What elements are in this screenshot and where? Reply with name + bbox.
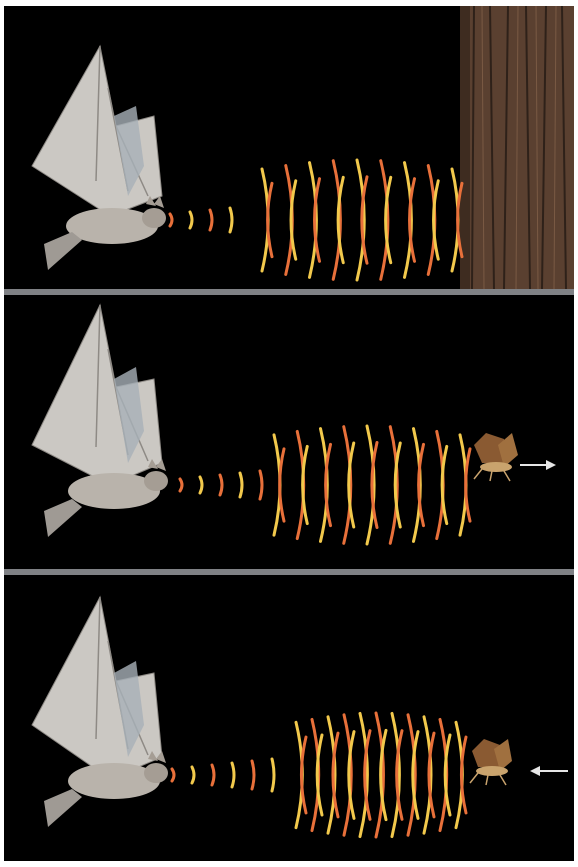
tree-icon bbox=[460, 6, 574, 289]
emitted-pulse-arc bbox=[220, 475, 222, 495]
panel-bat-and-moth-flying-away bbox=[4, 295, 574, 569]
panel-1-illustration bbox=[4, 6, 574, 289]
sound-waves bbox=[172, 713, 466, 837]
arrow-right-icon bbox=[520, 460, 556, 470]
bat-icon bbox=[32, 305, 168, 537]
emitted-pulse-arc bbox=[170, 214, 172, 226]
emitted-pulse-arc bbox=[190, 212, 192, 228]
panel-bat-and-moth-approaching bbox=[4, 575, 574, 861]
emitted-pulse-arc bbox=[192, 767, 194, 783]
emitted-pulse-arc bbox=[172, 769, 174, 781]
emitted-pulse-arc bbox=[212, 765, 214, 785]
emitted-pulse-arc bbox=[180, 479, 182, 491]
echo-wave-arc bbox=[466, 449, 470, 521]
sound-waves bbox=[180, 426, 470, 544]
arrow-left-icon bbox=[530, 766, 568, 776]
emitted-pulse-arc bbox=[260, 471, 262, 499]
moth-icon bbox=[470, 739, 512, 785]
panel-bat-and-tree bbox=[4, 6, 574, 289]
bat-icon bbox=[32, 46, 166, 270]
emitted-pulse-arc bbox=[210, 210, 212, 230]
panel-2-illustration bbox=[4, 295, 574, 569]
moth-icon bbox=[474, 433, 518, 481]
emitted-pulse-arc bbox=[240, 473, 242, 497]
emitted-pulse-arc bbox=[252, 761, 254, 789]
emitted-pulse-arc bbox=[230, 208, 232, 232]
echo-wave-arc bbox=[268, 183, 272, 256]
panel-3-illustration bbox=[4, 575, 574, 861]
bat-icon bbox=[32, 597, 168, 827]
echo-wave-arc bbox=[280, 449, 284, 521]
emitted-pulse-arc bbox=[200, 477, 202, 493]
sound-waves bbox=[170, 160, 462, 280]
emitted-pulse-arc bbox=[272, 759, 274, 791]
emitted-pulse-arc bbox=[232, 763, 234, 787]
